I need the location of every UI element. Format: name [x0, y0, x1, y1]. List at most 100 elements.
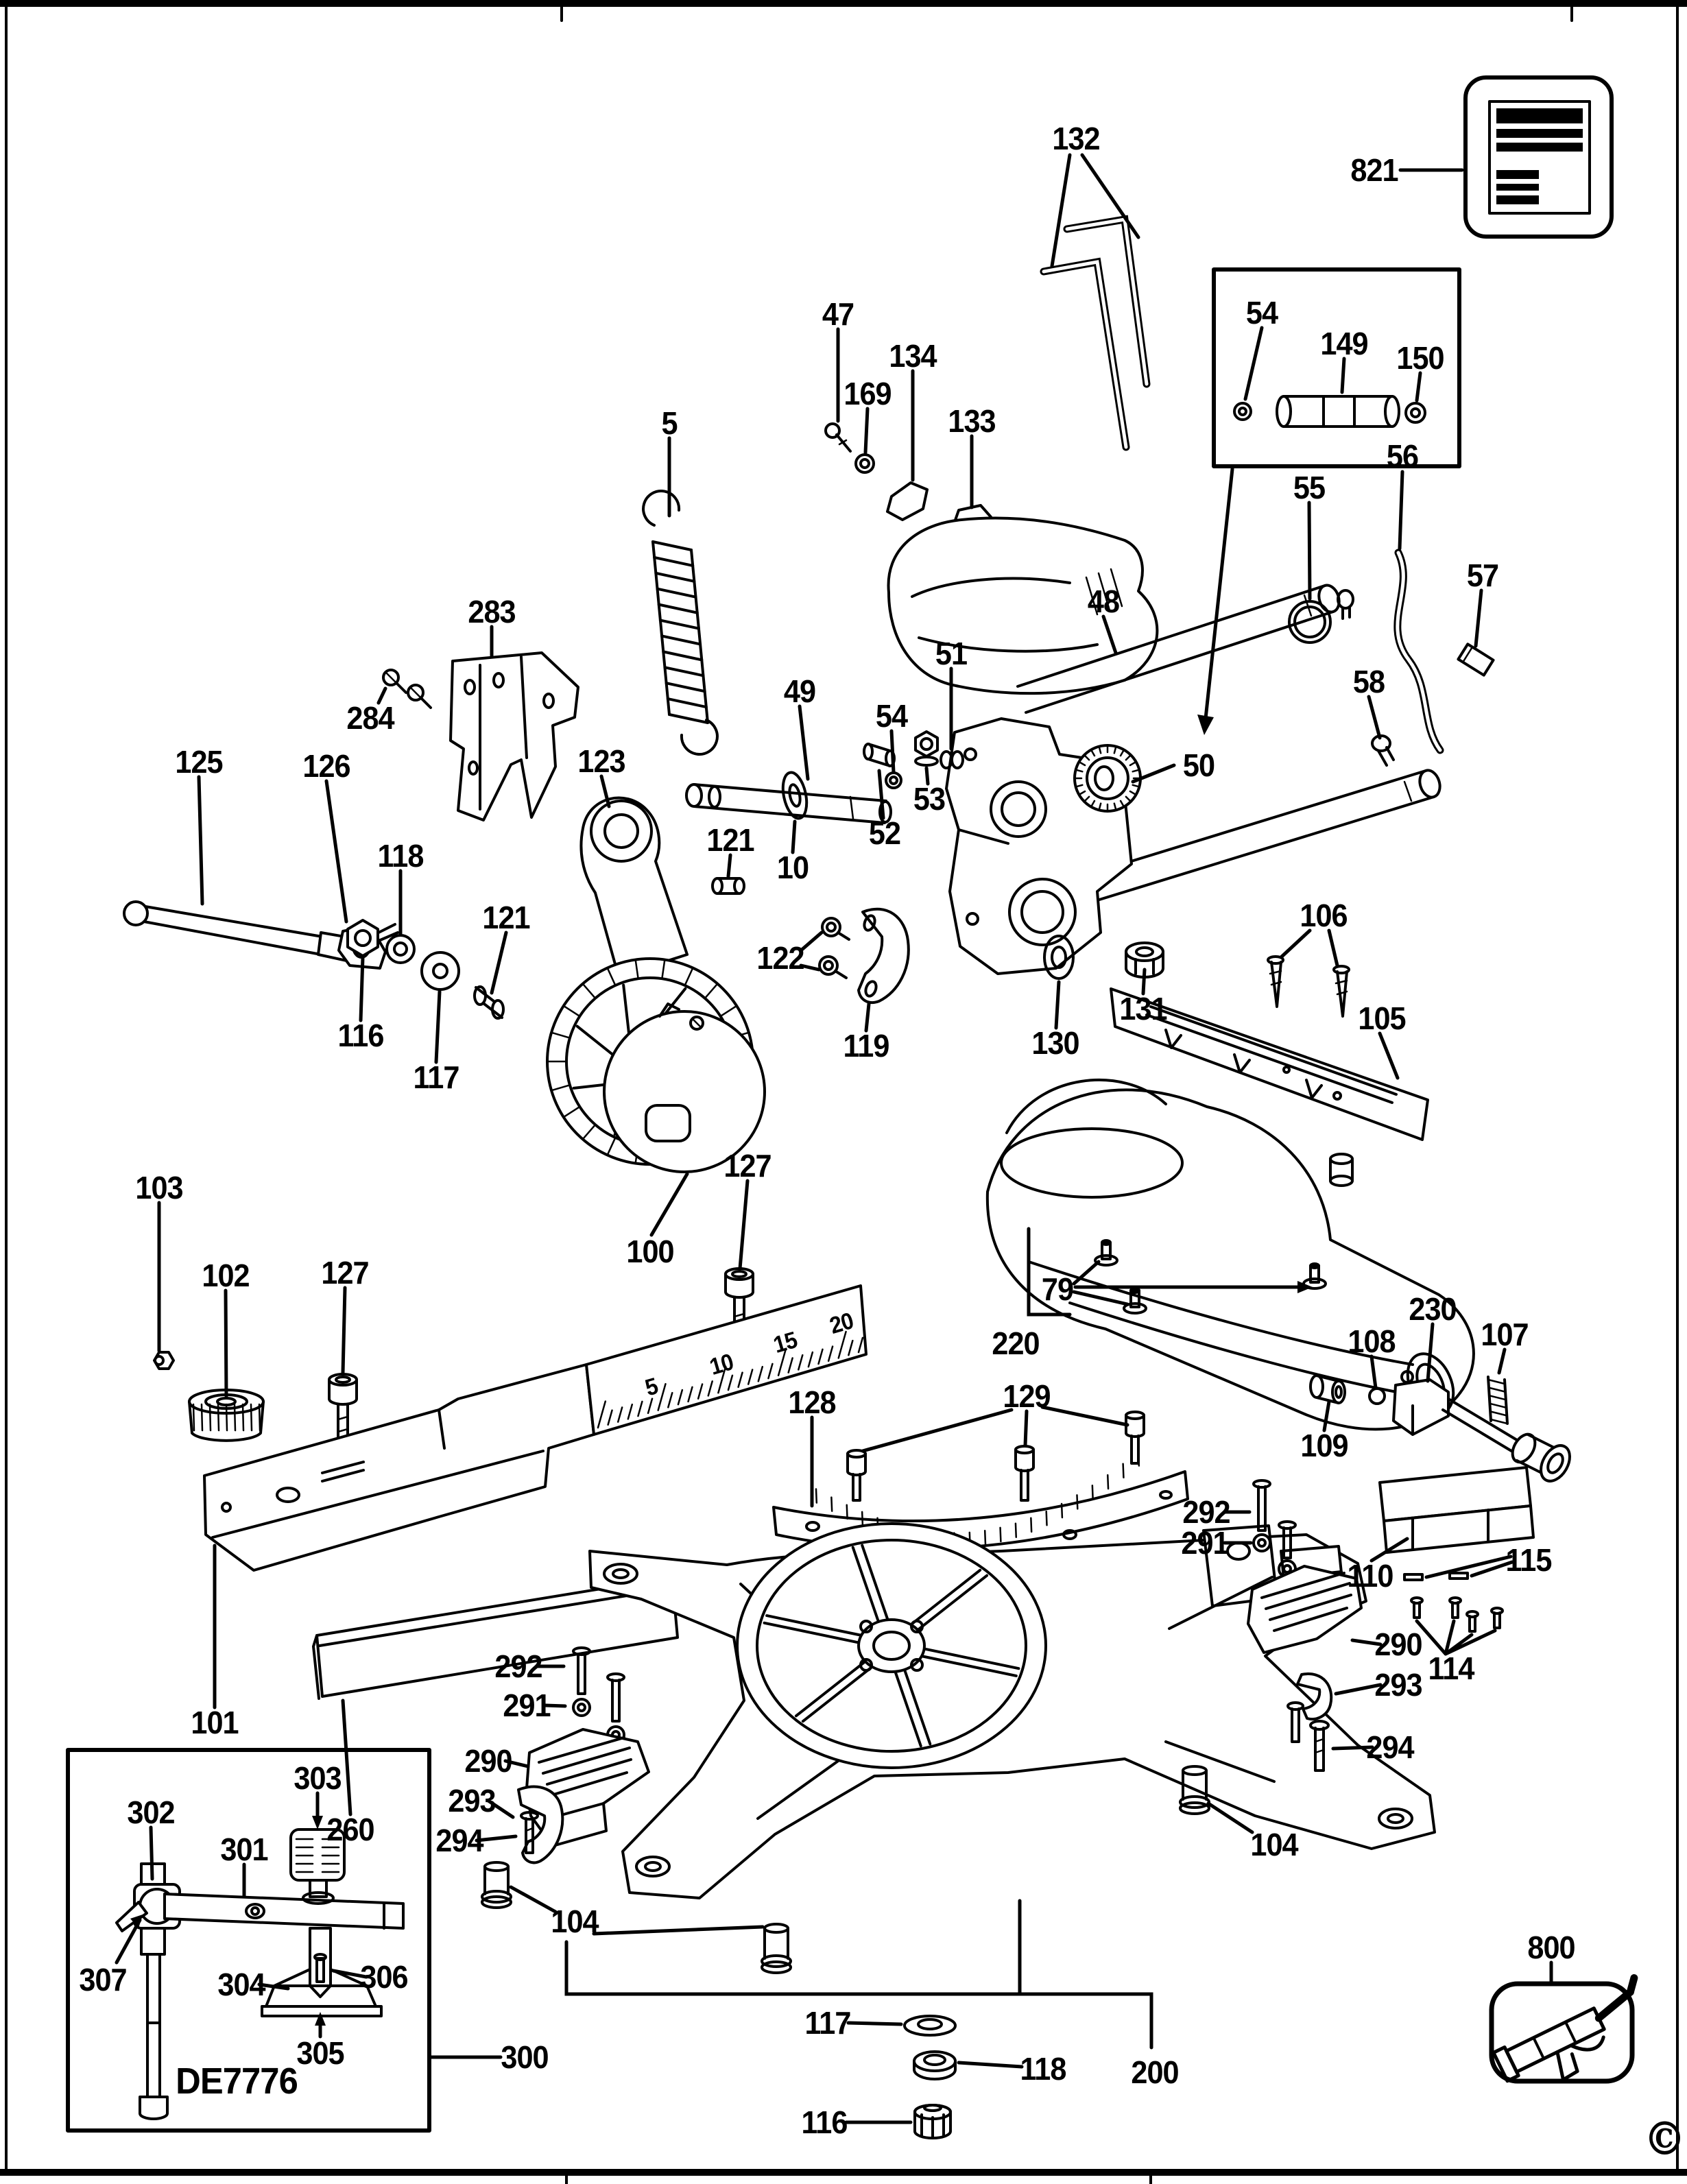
callout-117-33: 117	[413, 1059, 460, 1095]
callout-260-52: 260	[326, 1812, 374, 1847]
callout-DE7776-80: DE7776	[176, 2061, 298, 2102]
callout-51-15: 51	[935, 636, 968, 671]
callout-307-76: 307	[79, 1962, 127, 1997]
callout-306-78: 306	[360, 1959, 408, 1995]
callout-57-12: 57	[1466, 557, 1499, 593]
callout-106-34: 106	[1300, 898, 1348, 933]
callout-53-29: 53	[913, 781, 946, 817]
rubber-foot	[761, 1923, 792, 1974]
callout-821-1: 821	[1350, 152, 1398, 188]
callout-149-3: 149	[1320, 326, 1368, 361]
base-assembly	[481, 1522, 1436, 2139]
leader-lines	[82, 0, 671, 515]
callout-52-28: 52	[868, 815, 901, 851]
callout-117-68: 117	[804, 2005, 852, 2041]
tension-spring	[642, 436, 719, 756]
callout-79-43: 79	[1041, 1271, 1074, 1307]
callout-105-35: 105	[1358, 1000, 1406, 1036]
callout-102-40: 102	[202, 1258, 250, 1293]
callout-302-73: 302	[127, 1795, 175, 1830]
lock-handle-group	[123, 775, 508, 1064]
callout-800-81: 800	[1527, 1930, 1575, 1965]
callout-129-51: 129	[1003, 1378, 1051, 1414]
callout-305-79: 305	[296, 2035, 344, 2071]
callout-134-7: 134	[889, 338, 937, 374]
callout-128-50: 128	[788, 1384, 836, 1420]
callout-118-24: 118	[377, 838, 424, 874]
callout-127-42: 127	[723, 1148, 771, 1184]
label-sticker-icon	[1488, 100, 1591, 215]
guard-bracket	[376, 625, 579, 821]
trunnion-rail-assembly	[940, 470, 1495, 1030]
callout-132-0: 132	[1052, 121, 1100, 156]
callout-304-77: 304	[217, 1967, 265, 2002]
callout-291-54: 291	[1181, 1525, 1229, 1561]
callout-130-30: 130	[1031, 1025, 1079, 1061]
callout-290-57: 290	[1374, 1627, 1422, 1662]
table-dust-housing	[985, 1079, 1475, 1431]
callout-293-64: 293	[448, 1783, 496, 1819]
callout-c-86: ©	[1643, 2112, 1686, 2165]
callout-110-55: 110	[1347, 1558, 1394, 1594]
latch-housing-group	[824, 327, 1159, 695]
depth-stop-group	[1309, 1322, 1571, 1483]
callout-100-38: 100	[626, 1234, 674, 1269]
callout-121-26: 121	[482, 900, 530, 935]
callout-118-69: 118	[1020, 2051, 1067, 2087]
callout-150-4: 150	[1396, 340, 1444, 376]
arm-and-fan-housing	[546, 774, 910, 1237]
callout-103-39: 103	[135, 1170, 183, 1205]
callout-121-25: 121	[706, 822, 754, 858]
callout-300-72: 300	[501, 2039, 549, 2075]
callout-54-2: 54	[1245, 295, 1278, 331]
callout-126-23: 126	[302, 748, 350, 784]
callout-116-32: 116	[337, 1018, 385, 1053]
rubber-foot	[1179, 1765, 1210, 1815]
callout-104-67: 104	[1250, 1827, 1298, 1862]
callout-47-5: 47	[822, 296, 854, 332]
callout-303-74: 303	[294, 1760, 342, 1796]
callout-292-53: 292	[1182, 1494, 1230, 1530]
callout-125-22: 125	[175, 744, 223, 780]
callout-55-10: 55	[1293, 470, 1326, 505]
grease-kit-box	[1489, 1960, 1638, 2084]
callout-294-65: 294	[435, 1823, 483, 1858]
callout-220-44: 220	[992, 1325, 1040, 1361]
pivot-pin-group	[685, 704, 939, 895]
callout-290-63: 290	[464, 1743, 512, 1779]
callout-200-71: 200	[1131, 2054, 1179, 2090]
callout-283-16: 283	[468, 594, 516, 629]
callout-101-49: 101	[191, 1705, 239, 1740]
callout-301-75: 301	[220, 1832, 268, 1867]
callout-107-47: 107	[1481, 1317, 1529, 1352]
callout-284-17: 284	[346, 700, 394, 736]
callout-10-27: 10	[776, 850, 809, 885]
callout-48-14: 48	[1087, 584, 1120, 619]
de7776-inset-box	[66, 1748, 503, 2133]
clamp-cluster-right	[1223, 1466, 1535, 1772]
callout-230-46: 230	[1409, 1291, 1457, 1327]
allen-keys	[1040, 153, 1151, 451]
callout-293-59: 293	[1374, 1667, 1422, 1703]
callout-109-48: 109	[1300, 1428, 1348, 1463]
hardware-kit-box	[1197, 267, 1461, 735]
callout-122-36: 122	[756, 940, 804, 976]
callout-116-70: 116	[801, 2104, 848, 2140]
grease-gun-icon	[1492, 1974, 1638, 2083]
callout-50-21: 50	[1182, 747, 1215, 783]
callout-58-13: 58	[1352, 664, 1385, 699]
clamp-cluster-left	[475, 1646, 650, 1864]
callout-133-8: 133	[948, 403, 996, 439]
kerf-plate-group	[1110, 928, 1429, 1141]
callout-131-31: 131	[1119, 991, 1167, 1027]
sticker-kit-box	[1398, 75, 1614, 239]
callout-114-58: 114	[1428, 1651, 1475, 1686]
callout-123-18: 123	[577, 743, 625, 779]
callout-56-11: 56	[1386, 438, 1419, 474]
callout-49-19: 49	[783, 673, 816, 709]
callout-291-62: 291	[503, 1688, 551, 1723]
callout-127-41: 127	[321, 1255, 369, 1291]
rubber-foot	[481, 1861, 512, 1909]
